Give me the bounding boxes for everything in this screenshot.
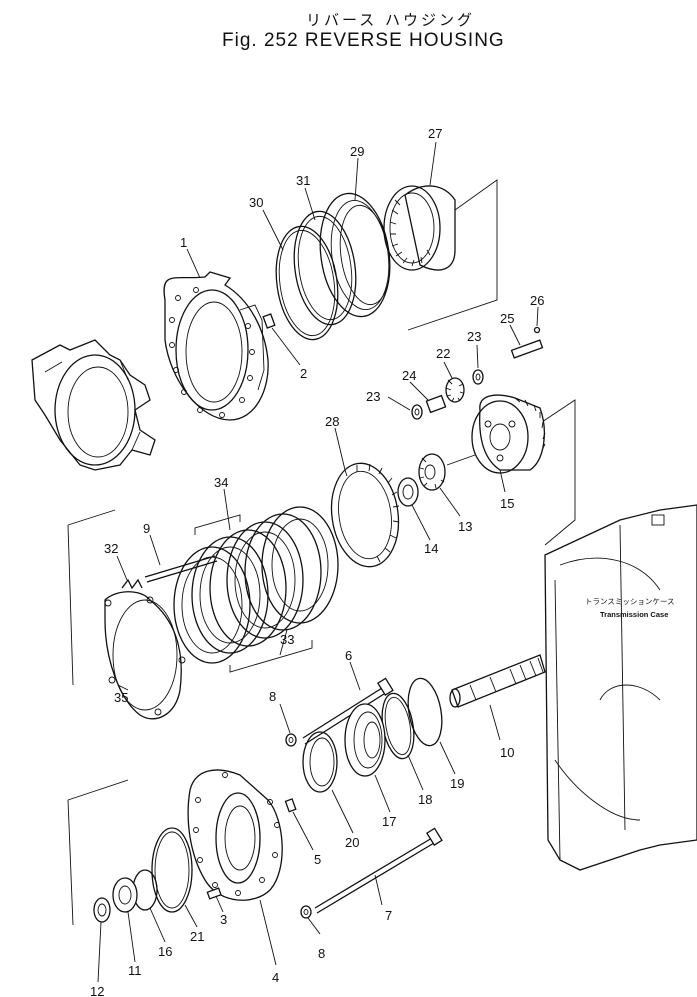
callout-12: 12	[90, 984, 104, 997]
part-1-housing-flange	[163, 271, 269, 421]
drum-internal-teeth	[389, 199, 431, 267]
part-12-seal	[93, 897, 111, 923]
callout-21: 21	[190, 929, 204, 944]
callout-23-upper: 23	[467, 329, 481, 344]
part-22-planet-gear	[445, 377, 465, 403]
case-label-japanese: トランスミッションケース	[585, 597, 674, 606]
transmission-case: トランスミッションケース Transmission Case	[544, 504, 697, 871]
callout-11: 11	[128, 963, 142, 978]
part-19-snap-ring	[407, 677, 443, 747]
part-2-dowel-pin	[262, 313, 301, 366]
callout-9: 9	[143, 521, 150, 536]
callout-18: 18	[418, 792, 432, 807]
reverse-housing-casting	[31, 339, 156, 471]
callout-24: 24	[402, 368, 416, 383]
callout-26: 26	[530, 293, 544, 308]
part-23-thrust-washer-lower	[411, 404, 423, 420]
part-3-pin	[206, 887, 222, 900]
callout-4: 4	[272, 970, 279, 985]
part-11-bearing	[112, 877, 138, 913]
callout-7: 7	[385, 908, 392, 923]
callout-35: 35	[114, 690, 128, 705]
part-8-washer-lower	[300, 905, 312, 919]
callout-6: 6	[345, 648, 352, 663]
leader-lines	[97, 141, 539, 983]
flange-bolt-holes	[169, 287, 255, 418]
part-9-guide-pin	[144, 555, 218, 583]
callout-labels: 1 2 3 4 5 6 7 8 8 9 10 11 12 13 14 15 16…	[90, 126, 544, 997]
figure-title-japanese: リバース ハウジング	[306, 11, 476, 29]
part-24-needle-bearing	[425, 394, 447, 414]
callout-19: 19	[450, 776, 464, 791]
part-25-pin	[510, 339, 544, 359]
callout-8-upper: 8	[269, 689, 276, 704]
part-13-sun-gear	[418, 453, 476, 491]
callout-13: 13	[458, 519, 472, 534]
part-33-bracket	[194, 514, 313, 673]
callout-28: 28	[325, 414, 339, 429]
callout-17: 17	[382, 814, 396, 829]
part-4-cover	[187, 769, 283, 901]
part-15-planet-carrier	[471, 394, 546, 474]
part-34-clutch-discs	[173, 506, 339, 664]
callout-25: 25	[500, 311, 514, 326]
part-30-snap-ring	[275, 225, 339, 341]
ring-gear-teeth	[344, 463, 400, 563]
case-label: Transmission Case	[600, 610, 668, 619]
part-27-drum	[383, 185, 456, 271]
callout-34: 34	[214, 475, 228, 490]
callout-5: 5	[314, 852, 321, 867]
part-17-bearing	[344, 703, 386, 777]
callout-15: 15	[500, 496, 514, 511]
callout-20: 20	[345, 835, 359, 850]
part-10-shaft	[449, 654, 546, 708]
part-23-thrust-washer-upper	[472, 369, 484, 385]
part-21-ring	[151, 827, 193, 913]
callout-31: 31	[296, 173, 310, 188]
part-29-piston	[319, 192, 391, 318]
callout-29: 29	[350, 144, 364, 159]
callout-16: 16	[158, 944, 172, 959]
callout-30: 30	[249, 195, 263, 210]
callout-8-lower: 8	[318, 946, 325, 961]
callout-22: 22	[436, 346, 450, 361]
bracket-lines-upper	[67, 179, 576, 926]
part-8-washer-upper	[285, 733, 297, 747]
part-6-bolt	[302, 677, 394, 745]
callout-1: 1	[180, 235, 187, 250]
callout-32: 32	[104, 541, 118, 556]
part-28-ring-gear	[330, 462, 400, 568]
callout-2: 2	[300, 366, 307, 381]
part-26-ball	[533, 326, 541, 334]
part-14-bearing	[397, 477, 419, 507]
part-5-dowel-pin	[284, 798, 314, 851]
callout-14: 14	[424, 541, 438, 556]
callout-10: 10	[500, 745, 514, 760]
callout-33: 33	[280, 632, 294, 647]
part-7-bolt	[314, 827, 443, 914]
callout-23-lower: 23	[366, 389, 380, 404]
part-32-spring	[121, 578, 143, 590]
part-20-oil-seal	[302, 731, 338, 793]
part-35-end-plate	[104, 591, 186, 720]
part-31-ring	[293, 210, 357, 326]
figure-title: Fig. 252 REVERSE HOUSING	[222, 30, 505, 51]
callout-3: 3	[220, 912, 227, 927]
callout-27: 27	[428, 126, 442, 141]
